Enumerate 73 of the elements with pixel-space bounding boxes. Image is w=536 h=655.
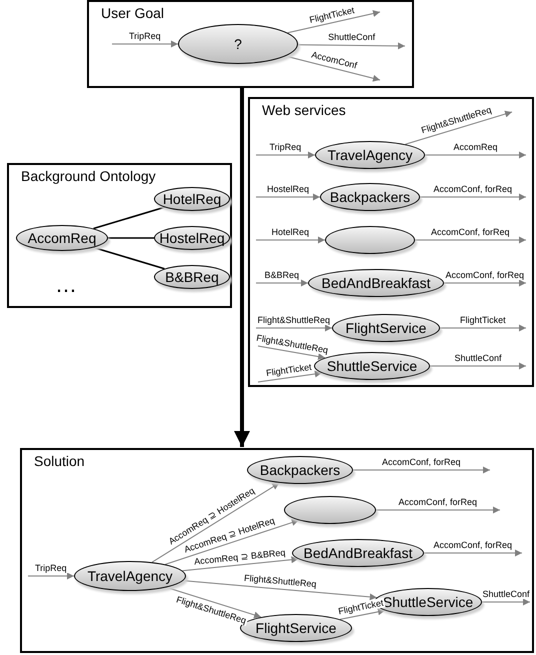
edge-label: Flight&ShuttleReq	[242, 572, 318, 590]
arrow	[424, 550, 522, 556]
arrow	[482, 598, 530, 606]
arrow	[112, 40, 178, 48]
arrow	[376, 506, 500, 514]
ellipse-node: BedAndBreakfast	[308, 269, 444, 297]
edge-label: AccomConf, forReq	[430, 227, 511, 237]
ellipse-node	[325, 226, 415, 254]
group-frame	[7, 163, 232, 308]
ellipse-node: HotelReq	[154, 187, 230, 211]
arrow	[256, 152, 316, 158]
arrow	[164, 519, 300, 565]
ellipse-node: TravelAgency	[74, 561, 186, 591]
ellipse-node: AccomReq	[16, 225, 108, 251]
arrow	[424, 152, 526, 158]
ellipse-node: TravelAgency	[315, 141, 425, 169]
arrow	[182, 580, 378, 600]
edge-label: HotelReq	[270, 227, 310, 237]
arrow	[340, 608, 386, 620]
arrow	[258, 370, 322, 382]
arrow	[404, 110, 512, 145]
edge-label: AccomConf, forReq	[432, 540, 514, 550]
edge-label: B&BReq	[264, 270, 300, 280]
edge-label: HostelReq	[266, 184, 310, 194]
arrow	[166, 586, 262, 618]
edge-label: TripReq	[128, 31, 162, 41]
arrow	[440, 324, 526, 332]
arrow	[444, 280, 526, 286]
arrow	[352, 466, 490, 474]
edge-label: TripReq	[268, 142, 302, 152]
arrow	[256, 194, 320, 200]
edge-label: TripReq	[34, 563, 68, 573]
arrow	[287, 10, 380, 34]
arrow	[414, 236, 526, 244]
arrow	[182, 556, 299, 572]
ellipse-node	[284, 496, 376, 524]
arrow	[420, 194, 526, 200]
arrow	[256, 236, 326, 244]
edge-label: AccomReq	[452, 142, 499, 152]
arrow	[152, 482, 280, 563]
edge-label: Flight&ShuttleReq	[256, 315, 332, 325]
ellipse-node: Backpackers	[320, 183, 420, 211]
ellipse-node: BedAndBreakfast	[292, 539, 424, 567]
edge-label: ShuttleConf	[454, 353, 503, 363]
group-title: Web services	[262, 102, 346, 118]
edge-label: ShuttleConf	[327, 32, 376, 42]
ellipse-node: ?	[178, 24, 298, 64]
edge-label: AccomConf, forReq	[432, 184, 514, 194]
edge-label: AccomConf, forReq	[398, 497, 478, 507]
arrow	[430, 362, 526, 370]
ellipse-node: B&BReq	[154, 265, 230, 289]
arrow	[297, 42, 406, 50]
ellipse-node: HostelReq	[154, 226, 230, 250]
group-title: Solution	[34, 453, 85, 469]
connector-line	[93, 246, 165, 270]
arrow	[256, 280, 308, 286]
arrow	[285, 56, 380, 82]
ellipsis-text: …	[55, 272, 77, 298]
connector-line	[108, 237, 154, 239]
edge-label: AccomConf, forReq	[444, 270, 526, 280]
arrow	[258, 346, 326, 360]
edge-label: ShuttleConf	[482, 589, 531, 599]
edge-label: FlightTicket	[459, 315, 507, 325]
ellipse-node: FlightService	[332, 314, 440, 342]
edge-label: FlightTicket	[264, 361, 313, 378]
arrow	[234, 88, 250, 447]
edge-label: AccomConf, forReq	[381, 457, 462, 467]
group-title: User Goal	[101, 5, 164, 21]
arrow	[28, 572, 74, 580]
connector-line	[93, 206, 165, 230]
group-title: Background Ontology	[21, 168, 156, 184]
arrow	[256, 324, 332, 332]
ellipse-node: Backpackers	[247, 456, 353, 484]
